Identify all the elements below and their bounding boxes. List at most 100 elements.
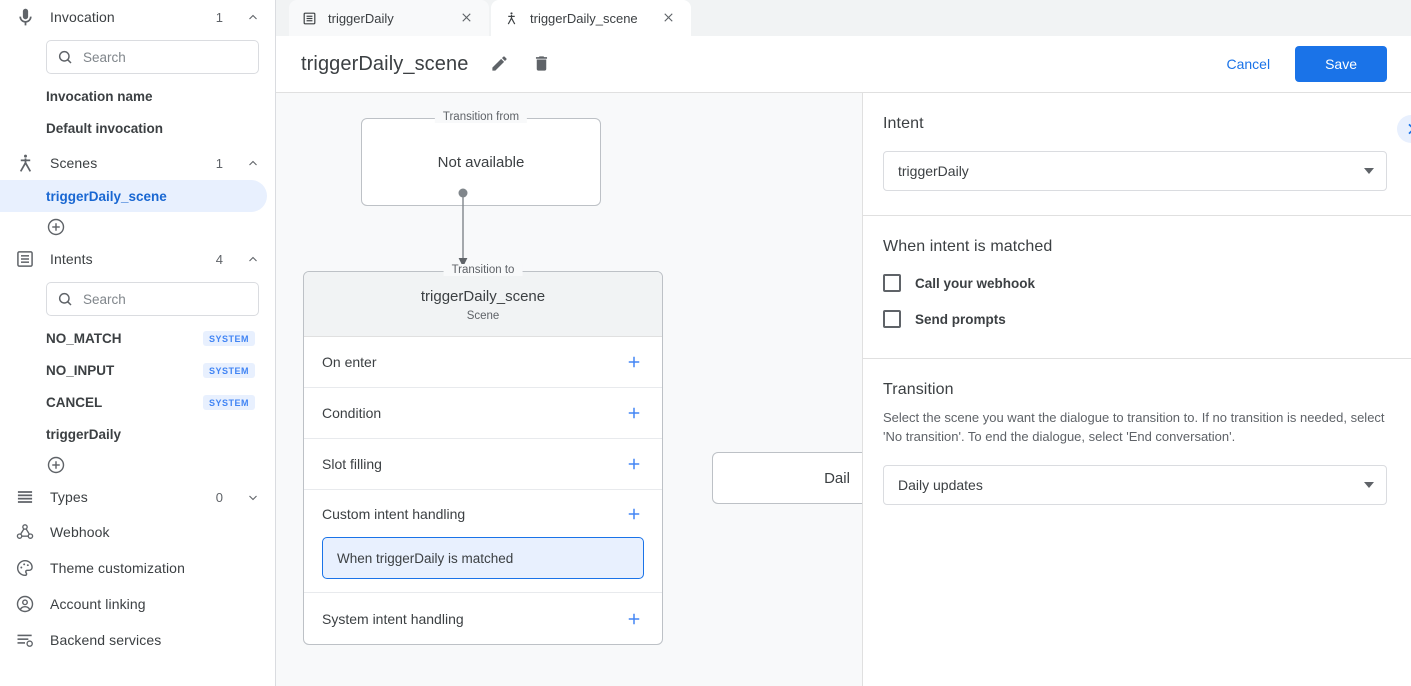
search-icon [57, 49, 73, 65]
add-scene-icon[interactable] [46, 217, 66, 237]
scene-card-header: triggerDaily_scene Scene [304, 272, 662, 337]
chevron-up-icon[interactable] [247, 157, 259, 169]
status-badge: SYSTEM [202, 394, 255, 410]
transition-description: Select the scene you want the dialogue t… [883, 410, 1385, 444]
intent-select[interactable]: triggerDaily [883, 151, 1387, 191]
scene-row-label: System intent handling [322, 610, 464, 627]
sidebar-group-types[interactable]: Types 0 [0, 480, 275, 514]
transition-target-node[interactable]: Tr Dail [712, 452, 862, 504]
page-title: triggerDaily_scene [301, 52, 469, 75]
add-slot-filling-icon[interactable] [625, 455, 643, 473]
scene-icon [504, 11, 520, 26]
scene-row-label: Condition [322, 405, 382, 421]
sidebar-group-label: Invocation [50, 9, 115, 25]
intent-handler-chip[interactable]: When triggerDaily is matched [322, 537, 644, 579]
scene-row-custom-intent-handling[interactable]: Custom intent handling [304, 490, 662, 537]
sidebar-item-account-linking[interactable]: Account linking [0, 586, 275, 622]
intents-search-input[interactable]: Search [46, 282, 259, 316]
sidebar-item-label: Webhook [50, 524, 110, 540]
transition-from-legend: Transition from [434, 111, 528, 123]
transition-select[interactable]: Daily updates [883, 464, 1387, 505]
add-system-intent-handler-icon[interactable] [625, 610, 643, 628]
transition-to-legend: Transition to [443, 264, 523, 276]
sidebar-item-webhook[interactable]: Webhook [0, 514, 275, 550]
scene-row-label: Slot filling [322, 456, 382, 472]
close-icon[interactable] [459, 10, 475, 26]
sidebar-item-triggerdaily[interactable]: triggerDaily [0, 418, 267, 450]
sidebar-item-cancel[interactable]: CANCEL SYSTEM [0, 386, 267, 418]
add-on-enter-icon[interactable] [625, 353, 643, 371]
add-condition-icon[interactable] [625, 404, 643, 422]
close-icon[interactable] [661, 10, 677, 26]
sidebar-item-label: Default invocation [46, 120, 164, 136]
cancel-button[interactable]: Cancel [1214, 47, 1282, 81]
scene-branch-icon [14, 152, 36, 174]
chevron-up-icon[interactable] [247, 253, 259, 265]
checkbox-box[interactable] [883, 310, 901, 328]
scene-row-slot-filling[interactable]: Slot filling [304, 439, 662, 490]
transition-heading: Transition [883, 381, 954, 398]
status-badge: SYSTEM [202, 330, 255, 346]
sidebar-item-label: Backend services [50, 632, 162, 648]
sidebar-item-theme-customization[interactable]: Theme customization [0, 550, 275, 586]
sidebar-item-label: triggerDaily [46, 426, 122, 442]
checkbox-call-your-webhook[interactable]: Call your webhook [883, 274, 1387, 292]
checkbox-send-prompts[interactable]: Send prompts [883, 310, 1387, 328]
search-icon [57, 291, 73, 307]
sidebar-group-label: Scenes [50, 155, 98, 171]
checkbox-label: Send prompts [915, 311, 1006, 327]
sidebar-item-backend-services[interactable]: Backend services [0, 622, 275, 658]
sidebar-group-scenes[interactable]: Scenes 1 [0, 146, 275, 180]
transition-from-node[interactable]: Transition from Not available [361, 111, 601, 206]
scene-card-title: triggerDaily_scene [420, 288, 546, 305]
scene-row-condition[interactable]: Condition [304, 388, 662, 439]
save-button[interactable]: Save [1295, 46, 1387, 82]
intent-icon [302, 11, 318, 26]
invocation-search-placeholder: Search [83, 49, 126, 65]
add-custom-intent-handler-icon[interactable] [625, 505, 643, 523]
tab-triggerdaily-scene[interactable]: triggerDaily_scene [491, 0, 691, 36]
sidebar-item-label: Account linking [50, 596, 146, 612]
scene-card[interactable]: Transition to triggerDaily_scene Scene O… [303, 264, 663, 645]
sidebar: Invocation 1 Search Invocation name Defa… [0, 0, 276, 686]
trash-icon[interactable] [532, 54, 552, 74]
chevron-down-icon[interactable] [247, 491, 259, 503]
scene-header: triggerDaily_scene Cancel Save [276, 36, 1411, 93]
intents-search-placeholder: Search [83, 291, 126, 307]
sidebar-group-invocation[interactable]: Invocation 1 [0, 0, 275, 34]
sidebar-group-count: 0 [215, 489, 223, 505]
scene-row-label: On enter [322, 354, 377, 370]
sidebar-group-label: Types [50, 489, 88, 505]
sidebar-group-count: 1 [215, 9, 223, 25]
checkbox-box[interactable] [883, 274, 901, 292]
backend-services-icon [14, 629, 36, 651]
add-intent-icon[interactable] [46, 455, 66, 475]
intent-select-value: triggerDaily [898, 163, 969, 179]
tab-label: triggerDaily_scene [530, 10, 638, 26]
sidebar-item-label: NO_INPUT [46, 362, 115, 378]
tab-strip: triggerDaily triggerDaily_scene [276, 0, 1411, 36]
sidebar-group-label: Intents [50, 251, 93, 267]
chevron-up-icon[interactable] [247, 11, 259, 23]
scene-section-custom-intent-handling: Custom intent handling When triggerDaily… [304, 490, 662, 593]
sidebar-item-triggerdaily-scene[interactable]: triggerDaily_scene [0, 180, 267, 212]
tab-triggerdaily[interactable]: triggerDaily [289, 0, 489, 36]
sidebar-item-label: Theme customization [50, 560, 185, 576]
sidebar-item-no-input[interactable]: NO_INPUT SYSTEM [0, 354, 267, 386]
transition-from-title: Not available [437, 153, 525, 171]
properties-panel: Intent triggerDaily When intent is match… [862, 93, 1411, 686]
scene-graph-canvas[interactable]: Transition from Not available Transition… [276, 93, 862, 686]
chevron-down-icon [1364, 481, 1374, 488]
pencil-icon[interactable] [490, 54, 510, 74]
scene-row-on-enter[interactable]: On enter [304, 337, 662, 388]
sidebar-item-no-match[interactable]: NO_MATCH SYSTEM [0, 322, 267, 354]
sidebar-item-label: CANCEL [46, 394, 103, 410]
panel-section-when-matched: When intent is matched Call your webhook… [863, 216, 1411, 359]
invocation-search-input[interactable]: Search [46, 40, 259, 74]
sidebar-group-intents[interactable]: Intents 4 [0, 242, 275, 276]
sidebar-item-default-invocation[interactable]: Default invocation [0, 112, 267, 144]
sidebar-item-invocation-name[interactable]: Invocation name [0, 80, 267, 112]
scene-row-system-intent-handling[interactable]: System intent handling [304, 593, 662, 644]
webhook-icon [14, 521, 36, 543]
